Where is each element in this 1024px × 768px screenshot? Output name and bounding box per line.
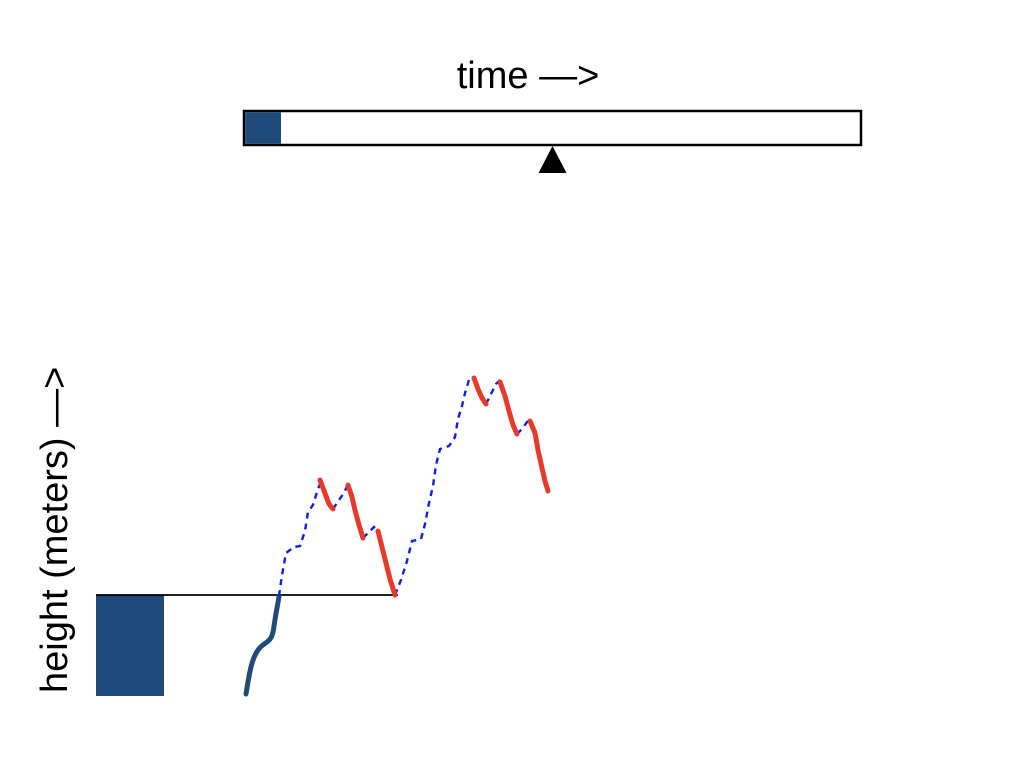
descent-2	[345, 482, 366, 541]
initial-climb-path	[243, 593, 282, 697]
descent-5	[497, 379, 520, 437]
timeline-track	[242, 109, 863, 147]
dashed-ascent-6	[516, 419, 531, 435]
descent-3	[375, 528, 398, 598]
dashed-ascent-5	[484, 379, 501, 405]
dashed-ascent-4	[393, 379, 471, 596]
descent-1	[317, 477, 336, 512]
time-axis-label: time —>	[457, 55, 600, 97]
triangle-up-icon	[538, 146, 567, 173]
height-axis-label: height (meters) —>	[34, 367, 76, 693]
descent-paths	[317, 375, 551, 598]
dashed-ascent-2	[332, 483, 350, 510]
dashed-ascent-paths	[277, 379, 531, 597]
dashed-ascent-1	[277, 480, 323, 597]
height-block	[96, 595, 164, 696]
descent-4	[471, 375, 489, 407]
timeline-progress-fill	[245, 112, 282, 144]
descent-6	[527, 418, 551, 494]
timeline-bar	[242, 109, 863, 173]
dashed-ascent-3	[362, 525, 378, 539]
